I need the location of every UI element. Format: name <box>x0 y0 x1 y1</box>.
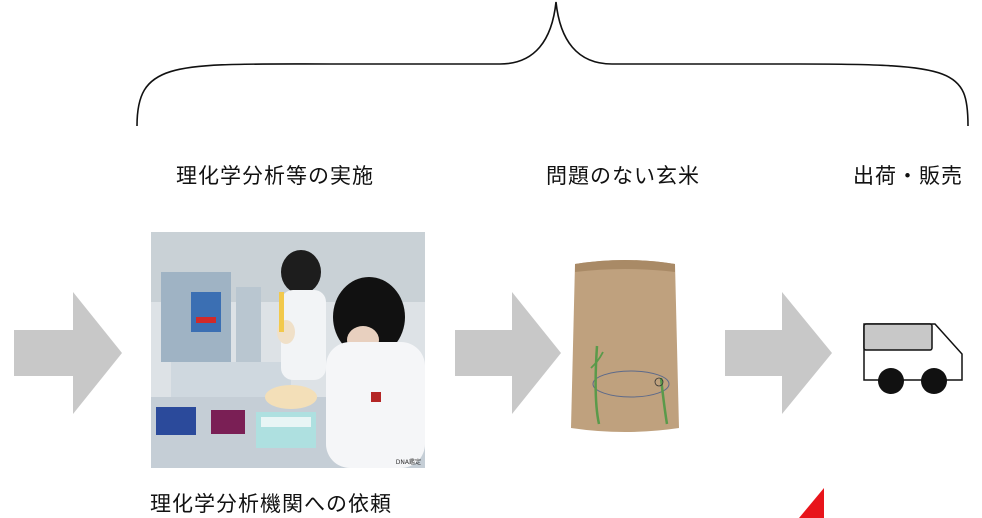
photo-credit: DNA鑑定 <box>395 459 421 466</box>
analysis-step-label: 理化学分析等の実施 <box>176 164 374 188</box>
shipping-step-label: 出荷・販売 <box>853 164 963 188</box>
lab-request-caption: 理化学分析機関への依頼 <box>150 492 392 516</box>
rice-bag-photo <box>569 256 681 436</box>
arrow-1-icon <box>14 292 122 414</box>
laboratory-photo: DNA鑑定 <box>151 232 425 468</box>
arrow-3-icon <box>725 292 832 414</box>
rice-step-label: 問題のない玄米 <box>546 164 700 188</box>
arrow-2-icon <box>455 292 561 414</box>
